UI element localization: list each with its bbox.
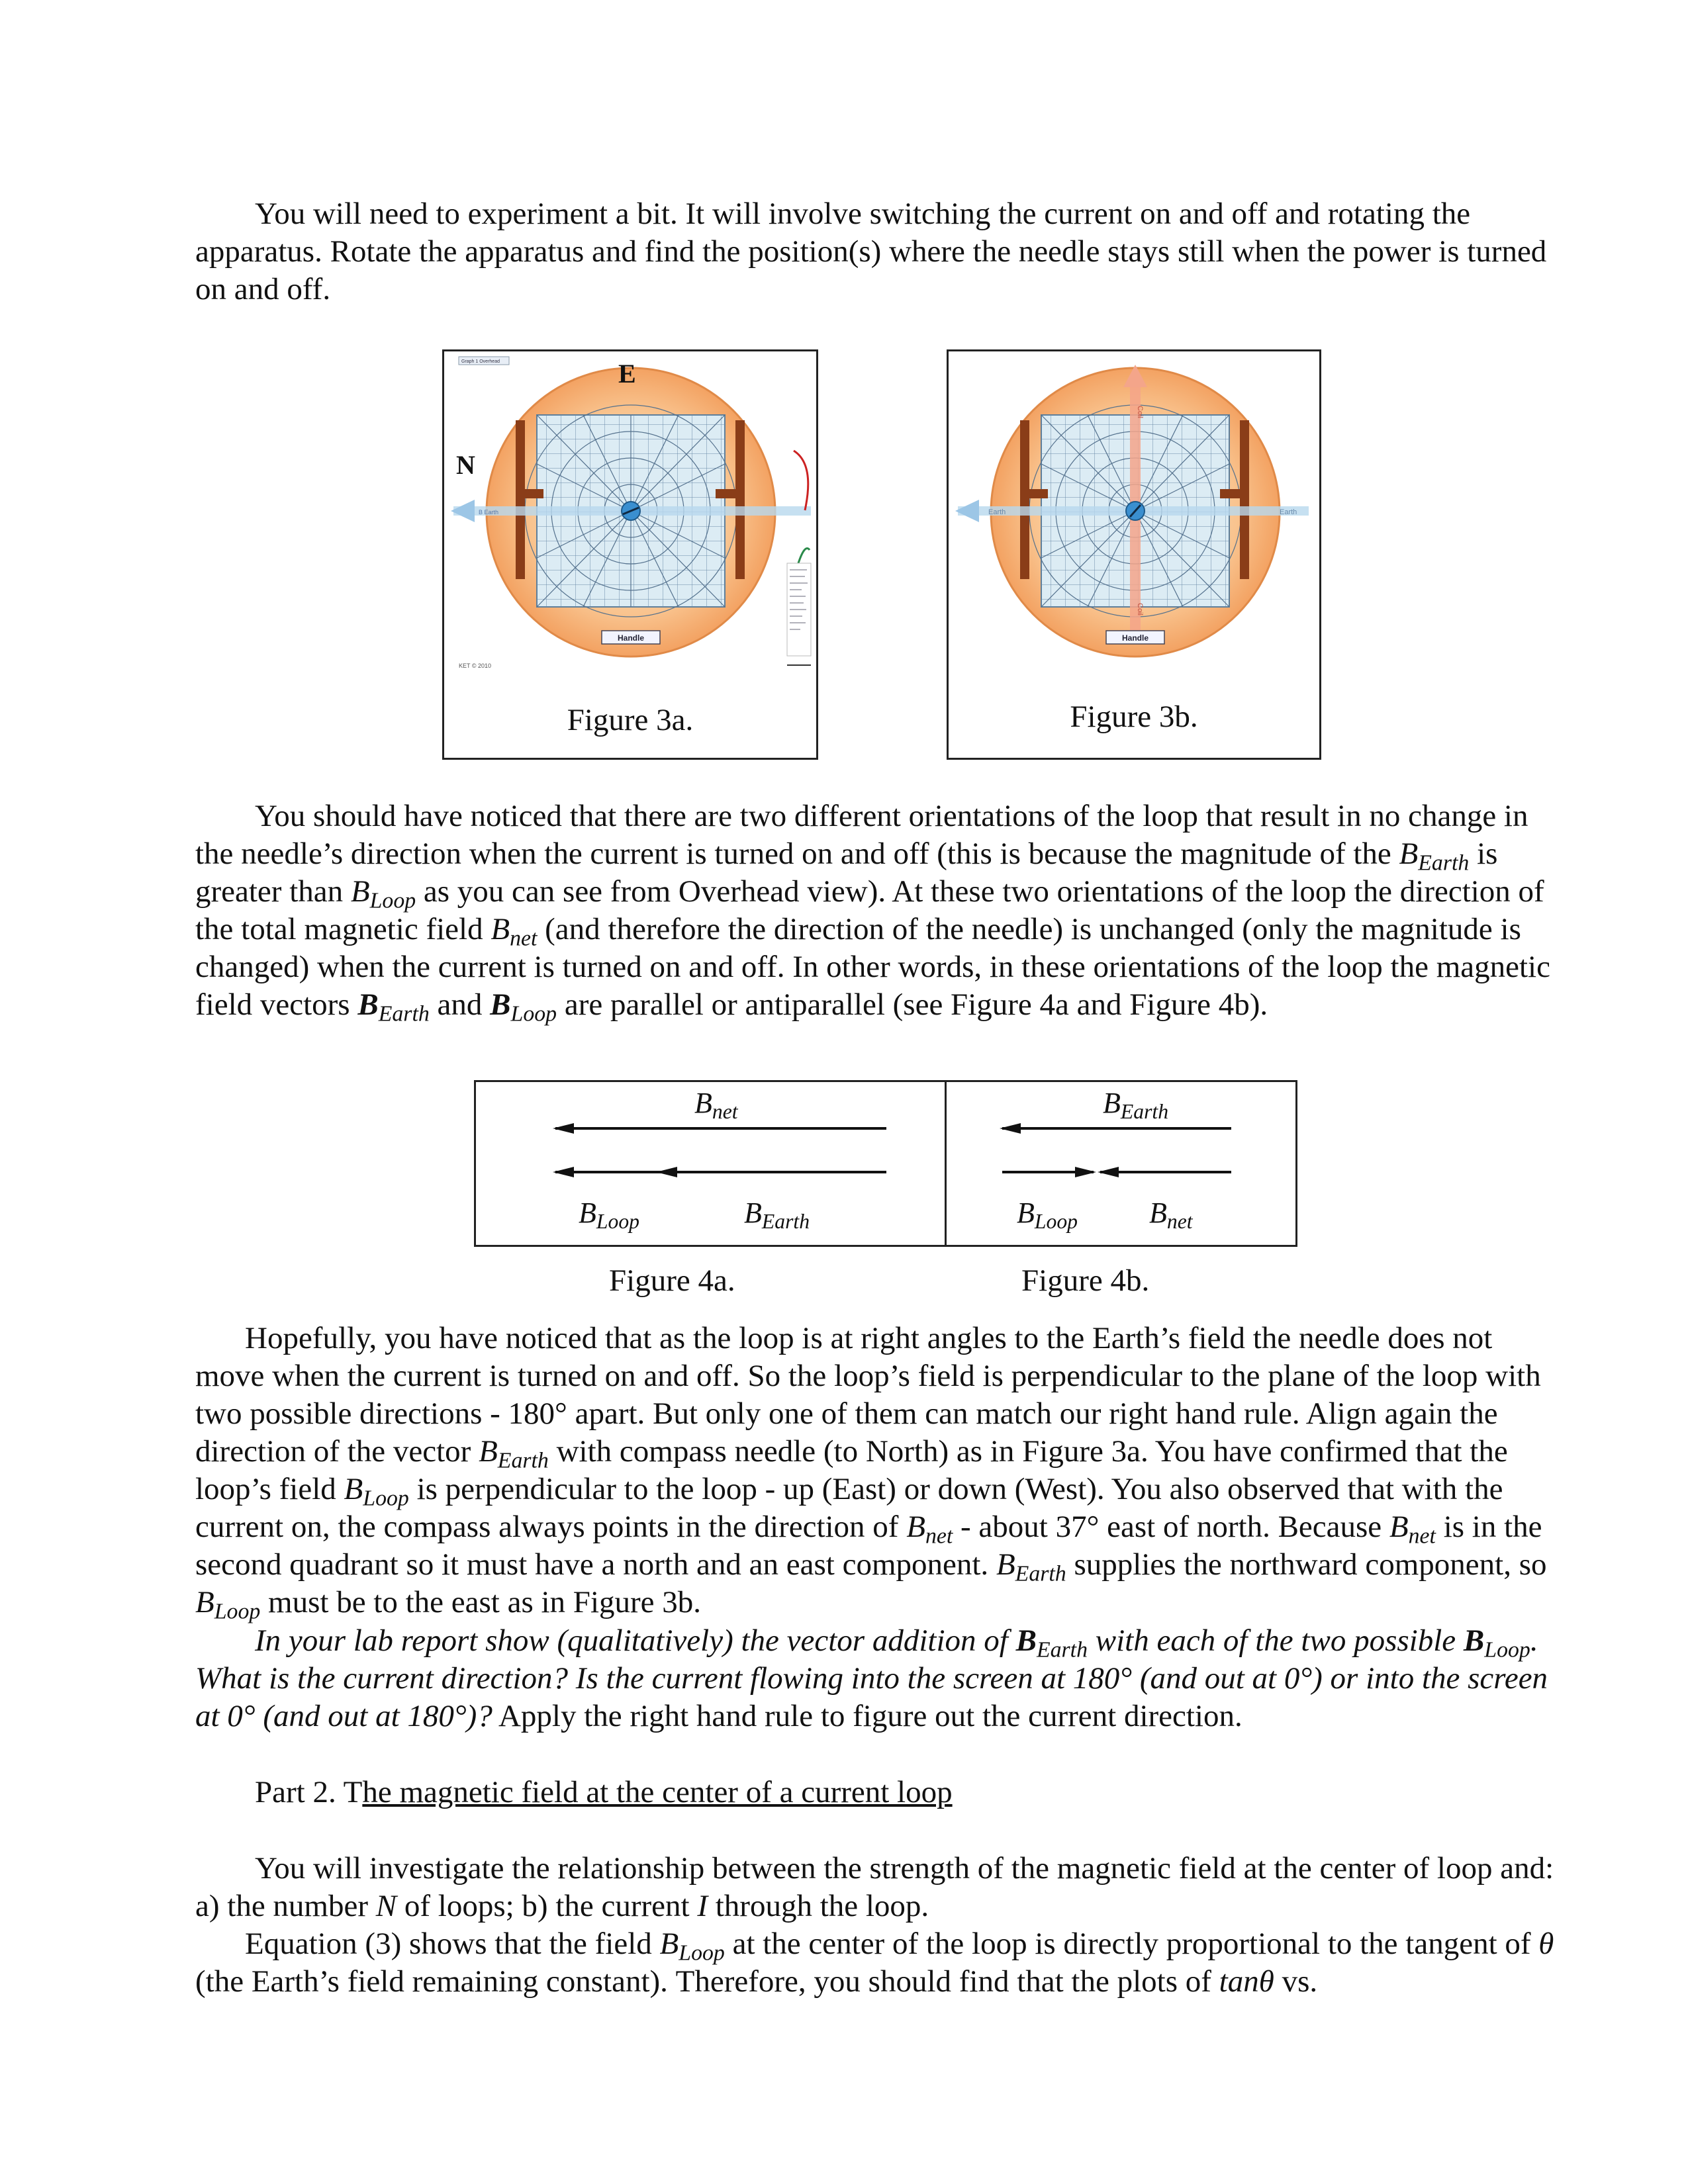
figure-4b-caption: Figure 4b. bbox=[1021, 1263, 1150, 1298]
figure-4b-panel: BEarth BLoop Bnet bbox=[947, 1082, 1295, 1245]
svg-text:Graph 1 Overhead: Graph 1 Overhead bbox=[461, 359, 500, 364]
figure-4a-panel: Bnet BLoop BEarth bbox=[476, 1082, 947, 1245]
figure-4b-label-bearth: BEarth bbox=[1103, 1087, 1169, 1123]
investigation-paragraph: You will investigate the relationship be… bbox=[195, 1851, 1554, 1923]
figure-3b-caption: Figure 3b. bbox=[1070, 700, 1198, 734]
figure-3a-label-e: E bbox=[618, 359, 636, 388]
svg-text:Handle: Handle bbox=[1122, 633, 1149, 643]
part-2-heading: Part 2. The magnetic field at the center… bbox=[255, 1775, 953, 1809]
svg-text:Coil: Coil bbox=[1136, 406, 1144, 418]
svg-text:B Earth: B Earth bbox=[479, 509, 498, 516]
figure-3a-caption: Figure 3a. bbox=[567, 703, 694, 737]
figure-4b-label-bloop: BLoop bbox=[1017, 1197, 1078, 1233]
figure-4a-caption: Figure 4a. bbox=[609, 1263, 735, 1298]
intro-paragraph: You will need to experiment a bit. It wi… bbox=[195, 195, 1559, 308]
right-hand-rule-paragraph: Hopefully, you have noticed that as the … bbox=[195, 1321, 1547, 1624]
figure-3b: Earth Earth Coil Coil Handle Figure 3b. bbox=[947, 349, 1321, 760]
svg-text:Earth: Earth bbox=[988, 508, 1006, 516]
lab-report-instruction: In your lab report show (qualitatively) … bbox=[195, 1623, 1548, 1733]
figure-3a: Graph 1 Overhead B Earth Handle KET © 20… bbox=[442, 349, 818, 760]
figure-4a-label-bloop: BLoop bbox=[579, 1197, 640, 1233]
figure-3a-label-n: N bbox=[456, 450, 475, 480]
figure-4b-label-bnet: Bnet bbox=[1149, 1197, 1193, 1233]
figure-3a-apparatus: Graph 1 Overhead B Earth Handle KET © 20… bbox=[451, 356, 812, 669]
figure-4a-label-bearth: BEarth bbox=[744, 1197, 810, 1233]
figure-4: Bnet BLoop BEarth BEarth BLoop Bnet bbox=[474, 1080, 1297, 1247]
figure-4a-label-bnet: Bnet bbox=[694, 1087, 738, 1123]
figure-4a-vectors bbox=[553, 1123, 886, 1177]
orientation-paragraph: You should have noticed that there are t… bbox=[195, 799, 1550, 1026]
svg-text:Coil: Coil bbox=[1136, 603, 1144, 615]
svg-text:KET © 2010: KET © 2010 bbox=[459, 662, 491, 669]
figure-4b-vectors bbox=[1000, 1123, 1231, 1177]
intro-text: You will need to experiment a bit. It wi… bbox=[195, 197, 1547, 306]
svg-text:Earth: Earth bbox=[1280, 508, 1297, 516]
svg-text:Handle: Handle bbox=[618, 633, 644, 643]
figure-3b-apparatus: Earth Earth Coil Coil Handle bbox=[955, 365, 1309, 658]
equation-paragraph: Equation (3) shows that the field BLoop … bbox=[195, 1927, 1554, 1999]
